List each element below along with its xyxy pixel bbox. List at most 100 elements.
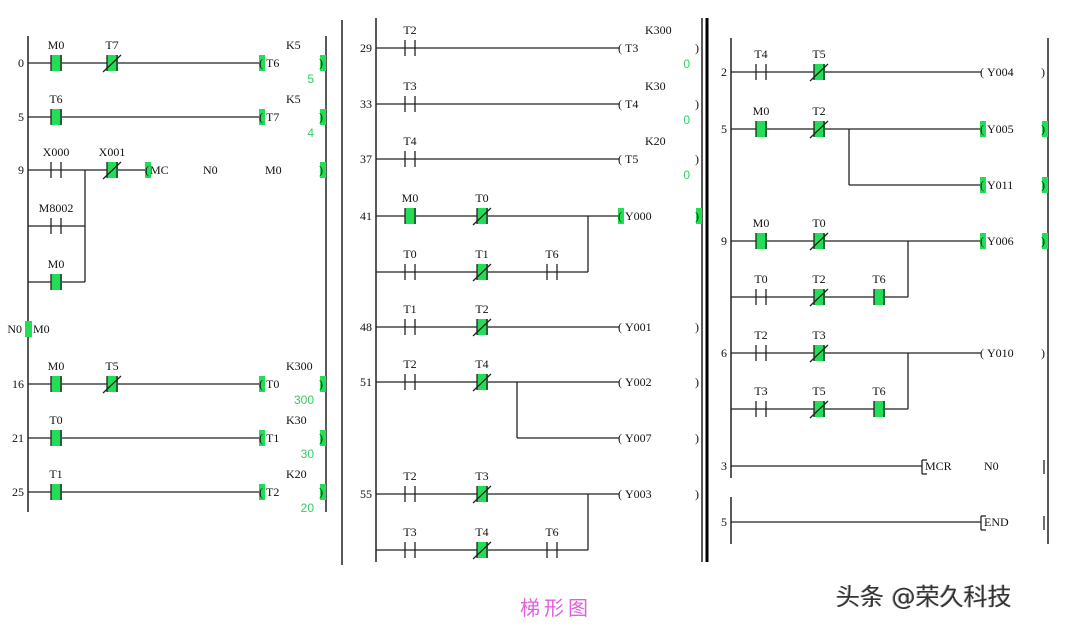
contact-label: M0 [48,257,65,271]
timer-preset: K20 [286,467,307,481]
mc-operand-n: N0 [203,163,218,177]
coil-active-right [320,109,326,125]
step-number: 29 [360,41,372,55]
nc-contact-t2: T2 [809,272,829,307]
no-contact-t3: T3 [754,384,768,417]
coil-label: T6 [266,56,279,70]
coil-close-paren: ) [319,56,323,70]
timer-current-value: 5 [307,72,314,86]
contact-active-highlight [756,121,767,137]
contact-label: T2 [403,357,416,371]
contact-label: T6 [49,92,62,106]
coil-label: T4 [625,97,638,111]
contact-label: T6 [872,272,885,286]
coil-label: Y001 [625,320,652,334]
nc-contact-x001: X001 [99,145,125,180]
timer-preset: K30 [286,413,307,427]
nc-contact-t2: T2 [809,104,829,139]
nc-contact-t4: T4 [472,525,492,560]
contact-label: T2 [754,328,767,342]
coil-label: Y011 [987,178,1013,192]
contact-label: T3 [403,525,416,539]
no-contact-t6: T6 [545,247,559,280]
coil-label: Y004 [987,65,1014,79]
contact-label: T2 [403,469,416,483]
coil-open-paren: ( [618,97,622,111]
coil-label: Y006 [987,234,1014,248]
contact-label: T3 [403,79,416,93]
contact-label: T2 [812,104,825,118]
coil-active-right [320,430,326,446]
contact-label: T0 [49,413,62,427]
step-number: 25 [12,485,24,499]
no-contact-x000: X000 [43,145,69,178]
timer-preset: K5 [286,38,301,52]
contact-label: T5 [812,384,825,398]
contact-label: M0 [753,216,770,230]
contact-active-highlight [756,233,767,249]
contact-label: M0 [402,191,419,205]
contact-label: T3 [475,469,488,483]
contact-label: M8002 [39,201,74,215]
mc-marker-n: N0 [7,322,22,336]
output-y001: ()Y001 [618,320,699,334]
no-contact-t0: T0 [49,413,63,446]
nc-contact-t3: T3 [472,469,492,504]
output-y000: ()Y000 [618,208,702,224]
contact-active-highlight [405,208,416,224]
coil-active-left [259,376,265,392]
step-number: 37 [360,152,372,166]
timer-preset: K30 [645,79,666,93]
contact-active-highlight [51,55,62,71]
no-contact-t2: T2 [403,23,417,56]
coil-open-paren: ( [980,346,984,360]
contact-nc-slash [809,63,829,82]
coil-label: Y003 [625,487,652,501]
contact-label: T0 [475,191,488,205]
coil-active-left [259,109,265,125]
contact-label: T1 [475,247,488,261]
contact-label: T6 [545,247,558,261]
coil-close-paren: ) [1041,65,1045,79]
coil-close-paren: ) [695,41,699,55]
rung: N0 M0 [7,321,50,337]
no-contact-t6: T6 [545,525,559,558]
contact-active-highlight [874,289,885,305]
no-contact-t0: T0 [754,272,768,305]
no-contact-m8002: M8002 [39,201,74,234]
coil-open-paren: ( [618,375,622,389]
instruction-operand: N0 [984,459,999,473]
contact-label: T4 [403,134,416,148]
mc-marker-m: M0 [33,322,50,336]
timer-preset: K5 [286,92,301,106]
coil-active-left [980,177,986,193]
coil-label: T3 [625,41,638,55]
coil-open-paren: ( [145,163,149,177]
contact-nc-slash [102,161,122,180]
mc-marker-block [25,321,32,337]
contact-active-highlight [874,401,885,417]
coil-open-paren: ( [618,487,622,501]
nc-contact-t0: T0 [809,216,829,251]
step-number: 55 [360,487,372,501]
coil-close-paren: ) [695,375,699,389]
contact-nc-slash [472,263,492,282]
coil-open-paren: ( [259,485,263,499]
contact-label: T4 [475,357,488,371]
no-contact-t2: T2 [754,328,768,361]
no-contact-m0: M0 [402,191,419,224]
